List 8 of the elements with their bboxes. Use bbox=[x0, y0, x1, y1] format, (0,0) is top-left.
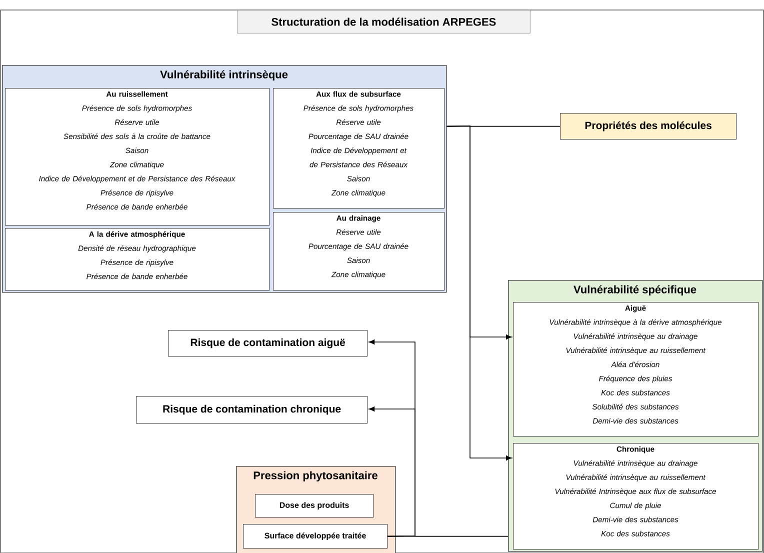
result-box: Risque de contamination aiguë bbox=[168, 330, 368, 357]
result-box: Risque de contamination chronique bbox=[136, 396, 368, 424]
input-box: Surface développée traitée bbox=[243, 524, 388, 549]
connector bbox=[368, 406, 416, 537]
connector bbox=[446, 126, 512, 460]
property-box: Propriétés des molécules bbox=[560, 113, 737, 140]
input-box: Dose des produits bbox=[255, 494, 374, 518]
title-box: Structuration de la modélisation ARPEGES bbox=[237, 10, 530, 34]
